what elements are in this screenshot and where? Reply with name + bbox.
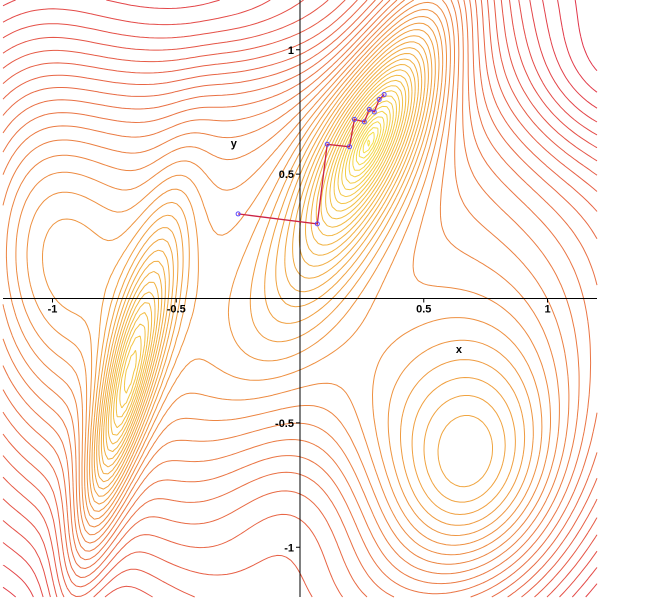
series-line (238, 94, 385, 225)
contour-line (2, 0, 570, 575)
contour-line (103, 58, 419, 460)
path-point (347, 144, 352, 150)
y-tick-label: 1 (288, 45, 294, 57)
x-tick-label: -1 (48, 304, 58, 316)
path-point (314, 221, 320, 227)
contour-line (100, 53, 423, 468)
contour-line (352, 116, 385, 171)
path-point (235, 211, 241, 217)
path-point (376, 97, 382, 102)
axes (3, 0, 597, 597)
contour-line (107, 69, 413, 445)
descent-path (235, 92, 387, 227)
contour-line (91, 29, 516, 515)
path-point (381, 92, 387, 98)
y-tick-label: -1 (284, 542, 294, 554)
contour-line (26, 9, 543, 546)
contour-line (119, 90, 400, 409)
contour-line (2, 0, 598, 598)
contour-line (2, 0, 598, 598)
contour-line (557, 0, 598, 93)
path-point (366, 106, 372, 112)
contour-line (2, 0, 598, 598)
contour-line (93, 35, 506, 503)
contour-line (2, 0, 598, 598)
x-tick-label: 1 (544, 304, 550, 316)
contour-line (2, 0, 598, 598)
contour-line (2, 0, 598, 598)
y-axis-title: y (231, 138, 238, 150)
contour-line (42, 16, 534, 536)
path-point (371, 109, 377, 115)
contour-line (105, 64, 416, 453)
contour-line (96, 41, 493, 488)
path-point (351, 116, 357, 122)
contour-line (115, 85, 404, 418)
contour-line (98, 47, 426, 475)
x-tick-label: -0.5 (167, 304, 186, 316)
contour-line (2, 0, 598, 598)
contour-line (355, 121, 382, 166)
y-tick-label: 0.5 (279, 169, 294, 181)
contour-lines (2, 0, 598, 598)
contour-line (348, 110, 388, 178)
contour-line (2, 0, 592, 595)
contour-line (2, 0, 598, 598)
contour-line (89, 22, 526, 526)
contour-line (113, 79, 407, 428)
x-tick-label: 0.5 (416, 304, 431, 316)
contour-line (574, 0, 598, 72)
contour-line (358, 127, 379, 159)
tick-marks: -1 -0.5 0.5 1 1 0.5 -0.5 -1 (48, 45, 551, 555)
contour-line (5, 0, 560, 565)
contour-line (367, 139, 371, 147)
path-point (361, 119, 367, 125)
contour-line (2, 0, 580, 585)
path-point (324, 141, 330, 147)
y-tick-label: -0.5 (275, 418, 294, 430)
contour-line (110, 74, 410, 436)
x-axis-title: x (456, 344, 463, 356)
contour-line (2, 0, 598, 598)
contour-line (362, 131, 375, 154)
contour-line (123, 95, 397, 394)
contour-line (2, 0, 598, 598)
contour-line (15, 1, 551, 556)
